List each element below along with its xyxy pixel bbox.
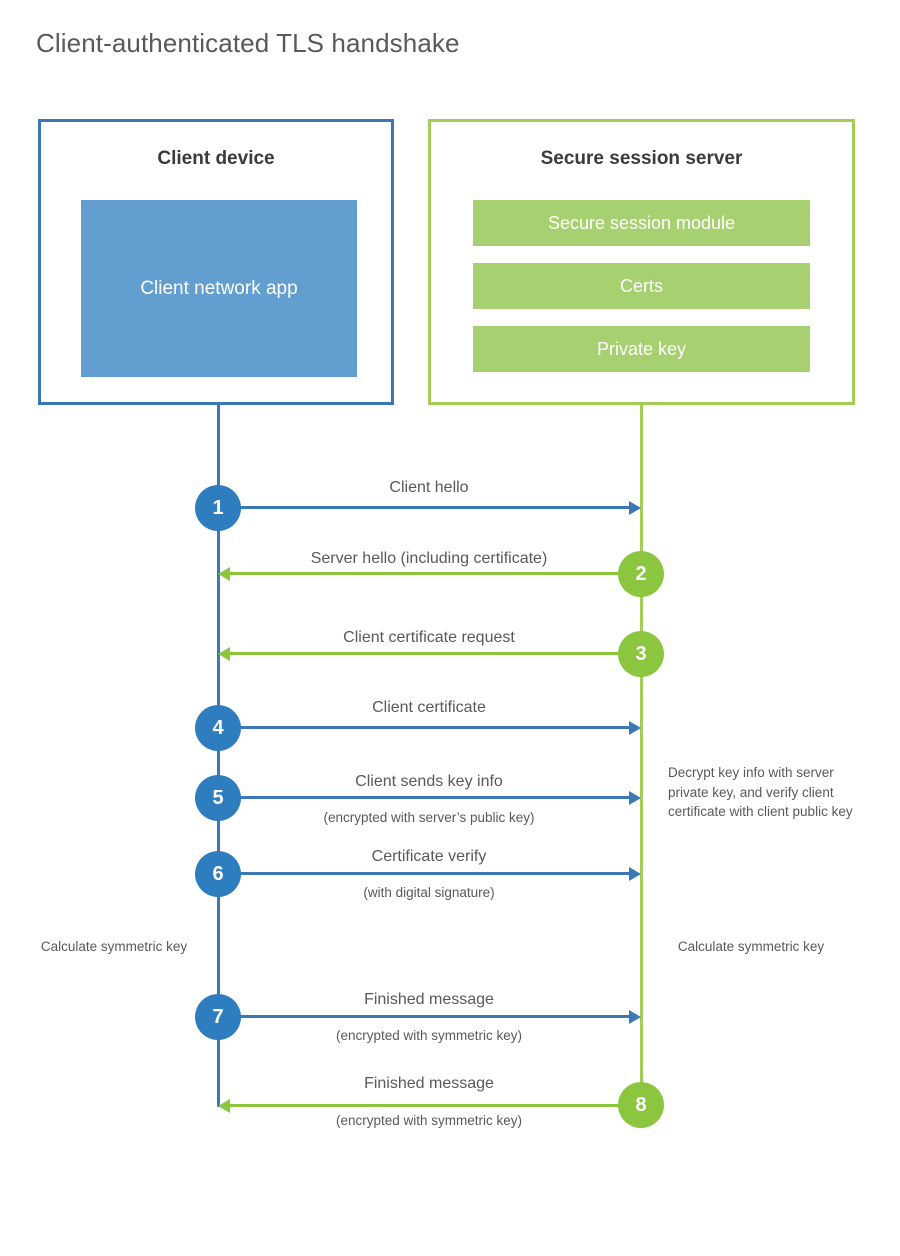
step-7-circle[interactable]: 7 [195,994,241,1040]
client-calculate-symmetric-key-note: Calculate symmetric key [40,939,188,954]
step-1-label: Client hello [389,479,469,496]
client-lifeline [217,405,220,1107]
step-3-arrow [218,646,619,661]
client-network-app-block: Client network app [81,200,357,377]
arrowhead-icon [629,866,641,881]
server-decrypt-note: Decrypt key info with server private key… [668,765,853,820]
step-6-circle[interactable]: 6 [195,851,241,897]
step-7-sublabel: (encrypted with symmetric key) [335,1028,523,1043]
step-5-sublabel: (encrypted with server’s public key) [323,810,535,825]
step-6-arrow [240,866,641,881]
step-3-label: Client certificate request [343,629,515,646]
arrowhead-icon [629,720,641,735]
arrowhead-icon [629,790,641,805]
step-4-label: Client certificate [372,699,486,716]
step-2-label: Server hello (including certificate) [310,550,548,567]
page-title: Client-authenticated TLS handshake [36,28,460,58]
step-3-circle[interactable]: 3 [618,631,664,677]
step-8-circle[interactable]: 8 [618,1082,664,1128]
step-1-arrow [240,500,641,515]
step-4-arrow [240,720,641,735]
step-5-label: Client sends key info [355,773,503,790]
secure-session-server-title: Secure session server [540,148,743,169]
client-device-title: Client device [157,148,275,169]
client-device-box: Client device Client network app [38,119,394,405]
step-1-circle[interactable]: 1 [195,485,241,531]
step-2-arrow [218,566,619,581]
secure-session-server-box: Secure session server Secure session mod… [428,119,855,405]
step-7-label: Finished message [364,991,494,1008]
step-8-sublabel: (encrypted with symmetric key) [335,1113,523,1128]
arrowhead-icon [629,1009,641,1024]
step-5-arrow [240,790,641,805]
server-component-private-key: Private key [473,326,810,372]
server-component-certs: Certs [473,263,810,309]
step-7-arrow [240,1009,641,1024]
arrowhead-icon [629,500,641,515]
step-5-circle[interactable]: 5 [195,775,241,821]
step-6-label: Certificate verify [371,848,487,865]
server-calculate-symmetric-key-note: Calculate symmetric key [677,939,825,954]
arrowhead-icon [218,566,230,581]
step-4-circle[interactable]: 4 [195,705,241,751]
server-lifeline [640,405,643,1105]
step-8-label: Finished message [364,1075,494,1092]
arrowhead-icon [218,646,230,661]
step-8-arrow [218,1098,619,1113]
server-component-secure-session-module: Secure session module [473,200,810,246]
arrowhead-icon [218,1098,230,1113]
step-2-circle[interactable]: 2 [618,551,664,597]
step-6-sublabel: (with digital signature) [363,885,495,900]
